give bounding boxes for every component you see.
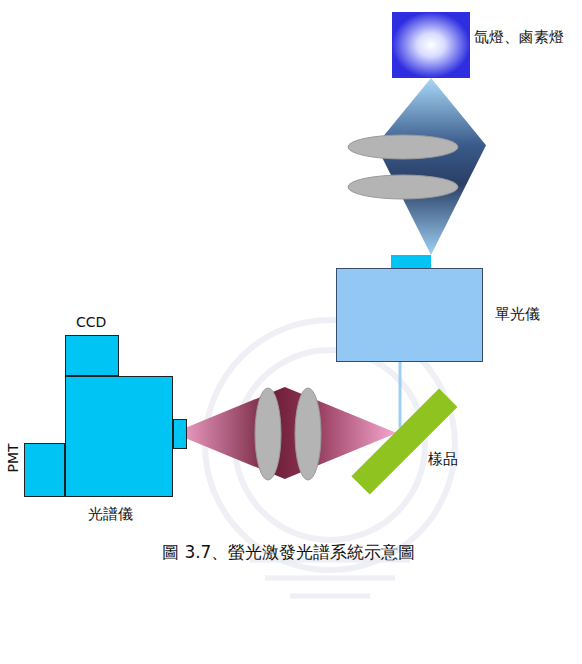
lens (348, 135, 458, 159)
lens (295, 388, 321, 480)
light-beam (399, 362, 402, 428)
lens (348, 175, 458, 199)
light-beam (376, 78, 486, 255)
figure-caption: 圖 3.7、螢光激發光譜系統示意圖 (162, 541, 415, 564)
lamp-glow (392, 12, 470, 78)
lamp-box: 氙燈、鹵素燈 (392, 12, 470, 78)
lens (255, 388, 281, 480)
part-label: CCD (76, 314, 106, 331)
monochromator-box: 單光儀 (336, 268, 483, 362)
exit-slit (173, 419, 187, 449)
pmt-detector: PMT (24, 443, 65, 497)
spectrometer-box: 光譜儀 (65, 376, 173, 497)
part-label: 樣品 (428, 450, 458, 468)
sample-bar (360, 398, 450, 488)
entrance-slit (391, 255, 431, 268)
part-label: 氙燈、鹵素燈 (474, 28, 564, 46)
sample-plate: 樣品 (360, 398, 450, 488)
part-label: 光譜儀 (88, 505, 133, 523)
ccd-detector: CCD (65, 335, 119, 376)
part-label: 單光儀 (495, 305, 540, 323)
part-label: PMT (5, 443, 22, 472)
